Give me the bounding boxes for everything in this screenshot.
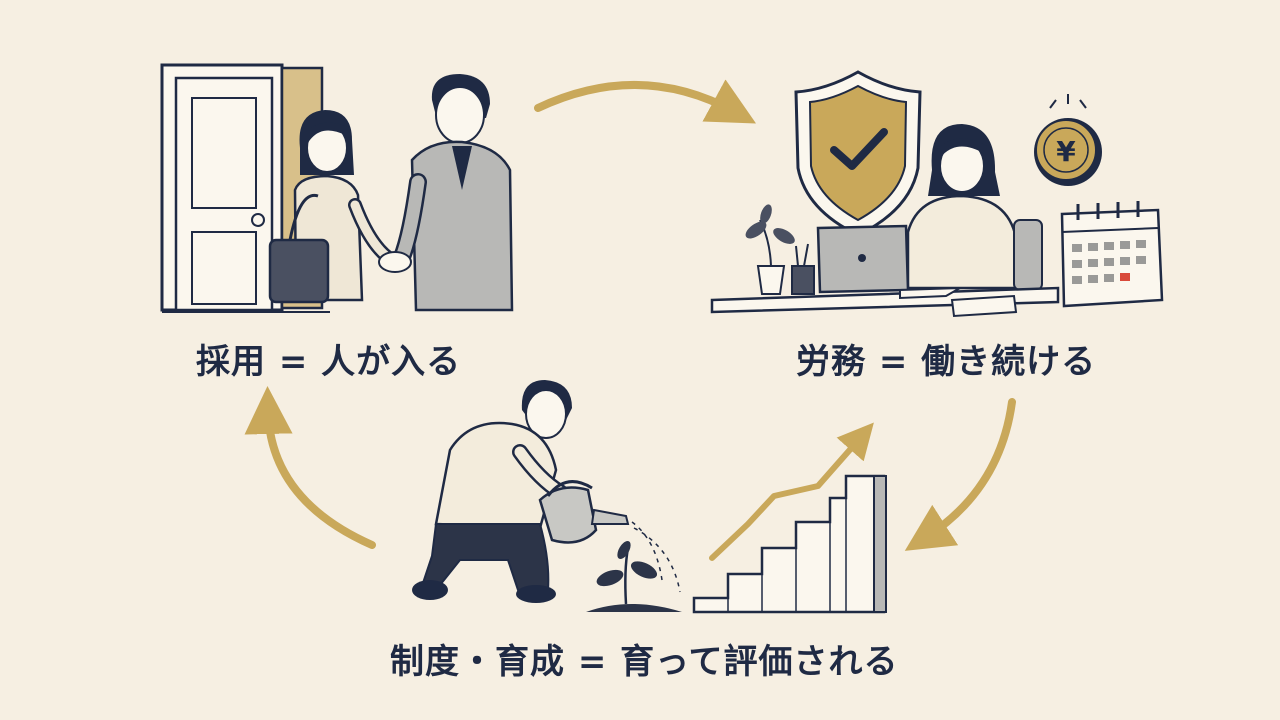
plant-icon — [745, 204, 815, 295]
arrow-labor-to-development — [904, 398, 1016, 551]
rising-arrow-icon — [709, 422, 874, 561]
staircase-growth-icon — [692, 474, 887, 614]
bag-icon — [268, 193, 330, 304]
labor-label: 労務 = 働き続ける — [796, 342, 1097, 382]
svg-text:¥: ¥ — [1056, 135, 1076, 168]
arrow-hiring-to-labor — [534, 79, 757, 124]
handshake-illustration — [378, 251, 412, 273]
arrow-development-to-hiring — [244, 386, 376, 549]
development-scene — [412, 380, 887, 614]
sprout-icon — [586, 540, 682, 612]
man-figure — [378, 74, 514, 312]
yen-coin-icon: ¥ — [1034, 94, 1102, 186]
development-label: 制度・育成 = 育って評価される — [390, 642, 899, 682]
hiring-label: 採用 = 人が入る — [196, 342, 462, 382]
laptop-icon — [816, 224, 961, 300]
calendar-icon — [1060, 201, 1164, 308]
watering-can-icon — [538, 480, 681, 593]
labor-scene: ¥ — [710, 70, 1164, 318]
gardener-figure — [412, 380, 572, 603]
woman-figure — [268, 110, 402, 304]
worker-figure — [906, 124, 1043, 291]
door-icon — [160, 63, 330, 313]
shield-check-icon — [794, 70, 922, 237]
hiring-scene — [160, 63, 514, 313]
